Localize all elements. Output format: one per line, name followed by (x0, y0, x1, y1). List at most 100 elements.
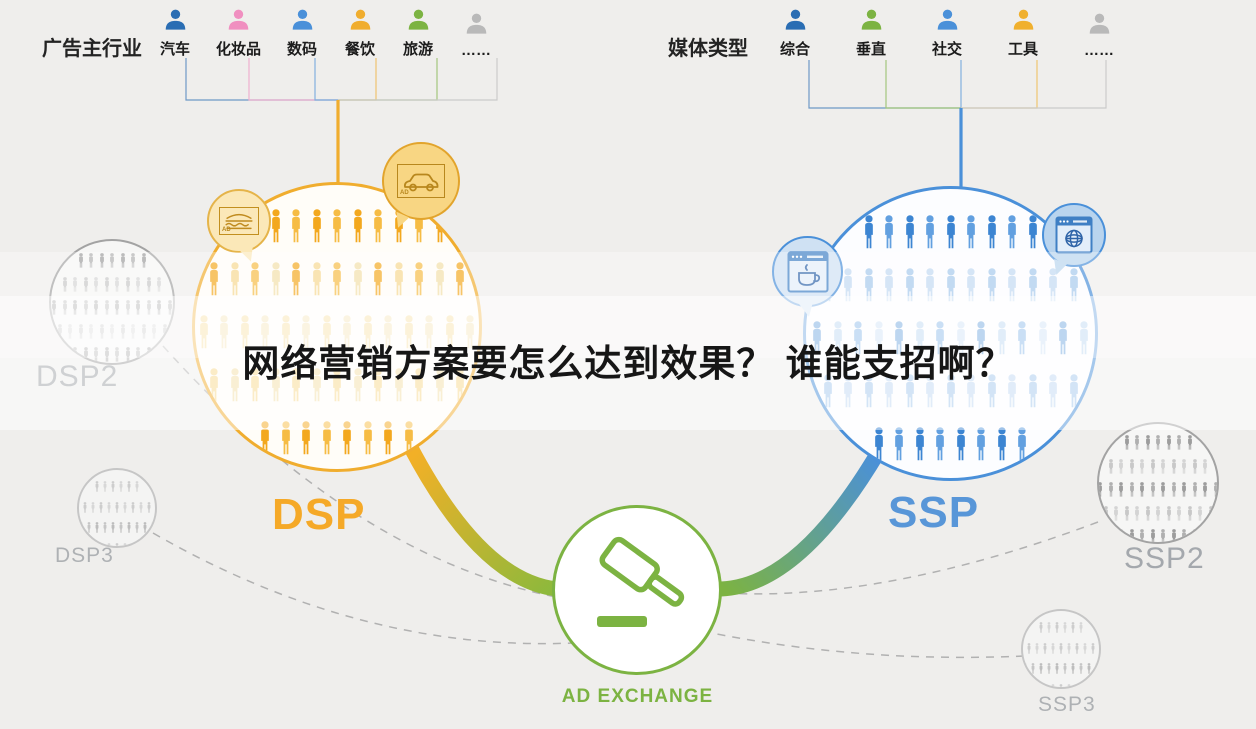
person-icon (118, 520, 124, 538)
person-bust-icon (784, 8, 807, 36)
category-label: 工具 (1007, 41, 1038, 58)
person-icon (103, 300, 111, 320)
person-icon (1201, 529, 1209, 542)
dsp3-crowd (79, 470, 155, 546)
person-icon (1123, 505, 1131, 526)
person-icon (1128, 458, 1136, 479)
person-icon (1138, 529, 1146, 542)
category-label: 餐饮 (345, 41, 376, 58)
person-icon (129, 253, 137, 273)
person-icon (1149, 458, 1157, 479)
person-icon (1066, 268, 1082, 307)
person-icon (1201, 482, 1209, 502)
person-icon (350, 209, 366, 248)
person-icon (1102, 505, 1110, 526)
person-icon (1175, 505, 1183, 526)
advertiser-connectors (185, 58, 498, 101)
person-icon (1058, 641, 1064, 659)
advertiser-industry-heading: 广告主行业 (42, 38, 142, 60)
category-label: 旅游 (403, 41, 434, 58)
crowd-row (1023, 661, 1099, 679)
person-icon (1074, 682, 1080, 687)
person-icon (1154, 505, 1162, 526)
person-icon (1128, 482, 1136, 502)
person-icon (82, 300, 90, 320)
person-icon (1154, 435, 1162, 455)
person-bust-icon (860, 8, 883, 36)
person-icon (1058, 682, 1064, 687)
car-ad-bubble: AD (382, 142, 460, 231)
person-icon (82, 500, 88, 518)
person-icon (1138, 458, 1146, 479)
person-icon (1074, 641, 1080, 659)
gavel-icon (597, 536, 685, 627)
person-icon (103, 276, 111, 297)
person-icon (82, 541, 88, 546)
category-item: 综合 (778, 8, 812, 59)
ad-frame: AD (397, 164, 445, 198)
person-icon (319, 421, 335, 460)
person-icon (130, 500, 136, 518)
person-icon (1038, 661, 1044, 679)
person-icon (1170, 458, 1178, 479)
car-icon (403, 173, 439, 192)
advertiser-icon-list: 汽车 化妆品 数码 餐饮 旅游 …… (158, 8, 493, 59)
person-icon (134, 300, 142, 320)
person-icon (861, 215, 877, 254)
person-icon (881, 268, 897, 307)
person-icon (309, 262, 325, 301)
category-item: …… (1082, 12, 1116, 59)
person-icon (1186, 505, 1194, 526)
person-icon (1094, 661, 1099, 679)
person-icon (206, 262, 222, 301)
person-icon (90, 500, 96, 518)
bubble-tail (799, 302, 815, 318)
person-icon (150, 520, 155, 538)
person-icon (113, 276, 121, 297)
person-icon (943, 215, 959, 254)
person-icon (102, 520, 108, 538)
person-icon (1123, 435, 1131, 455)
person-icon (984, 215, 1000, 254)
person-icon (124, 276, 132, 297)
person-bust-icon (1012, 8, 1035, 36)
food-ad-bubble: AD (207, 189, 271, 264)
crowd-row (1107, 529, 1210, 542)
headline: 网络营销方案要怎么达到效果？ 谁能支招啊？ (242, 343, 1014, 384)
category-label: …… (461, 42, 492, 59)
person-icon (122, 541, 128, 546)
person-icon (1054, 661, 1060, 679)
crowd-row (820, 268, 1082, 307)
person-icon (1004, 215, 1020, 254)
person-icon (145, 300, 153, 320)
person-icon (963, 215, 979, 254)
food-media-bubble (772, 236, 843, 318)
person-icon (92, 276, 100, 297)
person-bust-icon (936, 8, 959, 36)
person-icon (51, 300, 58, 320)
person-icon (1112, 505, 1120, 526)
person-icon (138, 500, 144, 518)
ad-frame: AD (219, 207, 259, 235)
category-label: 化妆品 (216, 41, 262, 58)
person-icon (146, 541, 152, 546)
person-icon (134, 276, 142, 297)
ssp2-circle (1097, 422, 1219, 544)
person-icon (146, 500, 152, 518)
ad-tag-label: AD (400, 190, 409, 196)
person-icon (98, 253, 106, 273)
person-icon (1107, 482, 1115, 502)
ssp-label: SSP (888, 488, 980, 537)
person-icon (113, 300, 121, 320)
crowd-row (257, 421, 417, 460)
person-icon (922, 215, 938, 254)
person-icon (90, 541, 96, 546)
person-icon (1107, 458, 1115, 479)
crowd-row (1123, 435, 1194, 455)
person-icon (1117, 482, 1125, 502)
media-connectors (808, 60, 1107, 109)
person-icon (1078, 661, 1084, 679)
person-bust-icon (407, 8, 430, 36)
person-icon (86, 520, 92, 538)
